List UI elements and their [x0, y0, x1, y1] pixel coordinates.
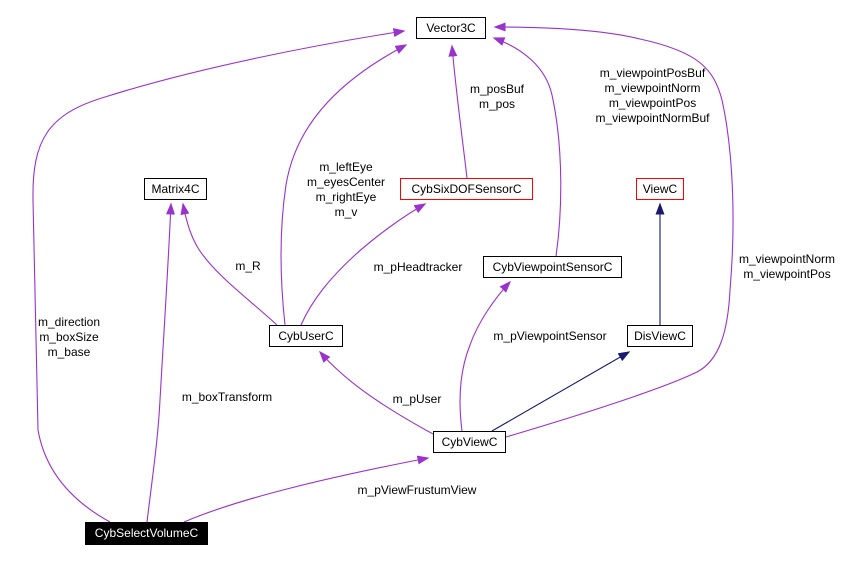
edge-selectvolume-to-matrix4 — [146, 202, 176, 523]
edge-user-to-matrix4 — [180, 202, 278, 326]
edge-label-eyes: m_leftEye m_eyesCenter m_rightEye m_v — [306, 160, 386, 219]
edge-label-boxtransform: m_boxTransform — [181, 390, 273, 404]
edge-selectvolume-to-vector3 — [32, 28, 406, 523]
edge-user-to-vector3 — [280, 44, 408, 326]
edge-label-direction-boxsize-base: m_direction m_boxSize m_base — [37, 315, 101, 359]
edge-view-to-user — [319, 350, 434, 435]
class-node-viewc[interactable]: ViewC — [636, 178, 684, 200]
class-node-cybuserc[interactable]: CybUserC — [269, 325, 343, 347]
edge-view-to-vector3 — [493, 22, 734, 438]
edge-view-to-viewpointsensor — [459, 280, 512, 432]
edge-label-pos: m_posBuf m_pos — [469, 82, 525, 111]
class-node-cybviewpointsensorc[interactable]: CybViewpointSensorC — [483, 256, 622, 278]
edge-label-viewpoint-norm-pos: m_viewpointNorm m_viewpointPos — [738, 252, 836, 281]
class-node-matrix4c[interactable]: Matrix4C — [144, 178, 207, 200]
edge-sixdof-to-vector3 — [448, 44, 468, 179]
edge-label-puser: m_pUser — [392, 392, 442, 406]
class-node-disviewc[interactable]: DisViewC — [627, 325, 693, 347]
edge-label-pviewfrustumview: m_pViewFrustumView — [357, 483, 477, 497]
edge-selectvolume-to-view — [183, 455, 430, 523]
class-node-vector3c[interactable]: Vector3C — [416, 17, 486, 39]
edge-label-pviewpointsensor: m_pViewpointSensor — [493, 329, 607, 343]
class-node-cybselectvolumec-current: CybSelectVolumeC — [85, 522, 208, 545]
edge-label-m-r: m_R — [235, 259, 261, 273]
edge-viewpointsensor-to-vector3 — [492, 37, 562, 257]
class-node-cybviewc[interactable]: CybViewC — [433, 431, 506, 453]
edge-label-viewpoint-buffers: m_viewpointPosBuf m_viewpointNorm m_view… — [595, 66, 710, 125]
class-node-cybsixdofsensorc[interactable]: CybSixDOFSensorC — [400, 178, 533, 200]
edge-label-headtracker: m_pHeadtracker — [373, 260, 463, 274]
edge-cybview-to-disview-inheritance — [491, 351, 631, 432]
edge-user-to-sixdof — [300, 203, 427, 326]
